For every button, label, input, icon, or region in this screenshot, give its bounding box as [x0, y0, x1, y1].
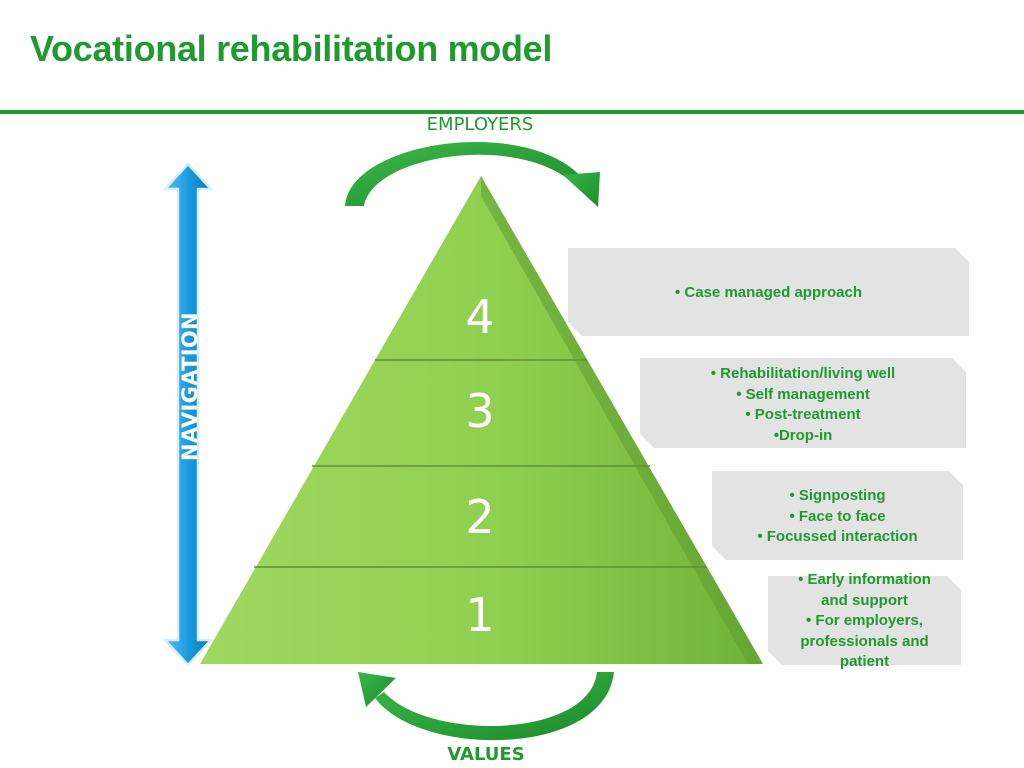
employers-label: EMPLOYERS [426, 114, 534, 135]
level-2-box [712, 471, 963, 560]
pyramid [200, 176, 763, 664]
level-3-item: • Rehabilitation/living well [710, 365, 896, 382]
level-1-item: and support [821, 591, 908, 609]
level-3-item: • Post-treatment [745, 406, 861, 423]
level-2-item: • Focussed interaction [757, 528, 918, 545]
level-3-box [640, 358, 966, 448]
level-1-item: • For employers, [806, 612, 923, 629]
level-1-item: • Early information [798, 571, 931, 588]
level-1-box [768, 576, 961, 665]
page-title: Vocational rehabilitation model [30, 28, 553, 69]
level-1-number: 1 [465, 588, 495, 642]
title-divider [0, 110, 1024, 114]
level-3-number: 3 [465, 384, 495, 438]
values-label: VALUES [447, 744, 525, 765]
level-4-number: 4 [465, 290, 495, 344]
level-2-item: • Face to face [789, 507, 886, 525]
level-4-box [568, 248, 969, 336]
level-3-item: •Drop-in [773, 426, 833, 444]
navigation-label: NAVIGATION [178, 312, 202, 461]
level-1-item: patient [839, 653, 890, 670]
level-4-item: • Case managed approach [675, 284, 862, 301]
level-2-number: 2 [465, 490, 495, 544]
level-1-item: professionals and [800, 632, 929, 650]
level-2-item: • Signposting [789, 487, 886, 504]
level-4-description: • Case managed approach [568, 283, 969, 304]
bottom-cycle-arrow-icon [358, 672, 614, 741]
level-2-description: • Signposting • Face to face • Focussed … [712, 486, 963, 548]
navigation-double-arrow-icon [163, 162, 213, 667]
top-cycle-arrow-icon [345, 142, 600, 207]
level-3-item: • Self management [736, 385, 870, 403]
level-3-description: • Rehabilitation/living well • Self mana… [640, 364, 966, 446]
level-1-description: • Early information and support • For em… [768, 570, 961, 673]
